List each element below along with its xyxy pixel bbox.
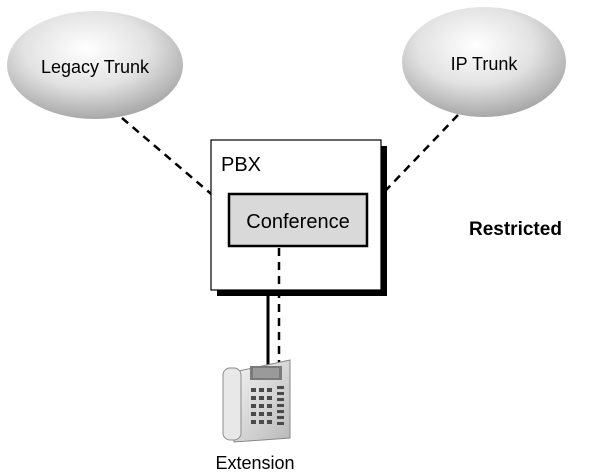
ip-trunk-node: IP Trunk [402,7,566,117]
conference-label: Conference [246,211,349,233]
pbx-label: PBX [221,154,261,176]
desk-phone-icon [222,359,291,443]
legacy-trunk-label: Legacy Trunk [41,57,150,77]
legacy-trunk-cloud [7,11,183,119]
conference-node: Conference [227,192,369,248]
legacy-trunk-node: Legacy Trunk [7,11,183,119]
ip-trunk-label: IP Trunk [451,54,519,74]
extension-label: Extension [215,453,294,473]
ip-trunk-cloud [402,7,566,117]
conference-box [227,192,369,248]
restricted-annotation: Restricted [469,219,562,240]
ip-trunk-connection [366,114,459,211]
